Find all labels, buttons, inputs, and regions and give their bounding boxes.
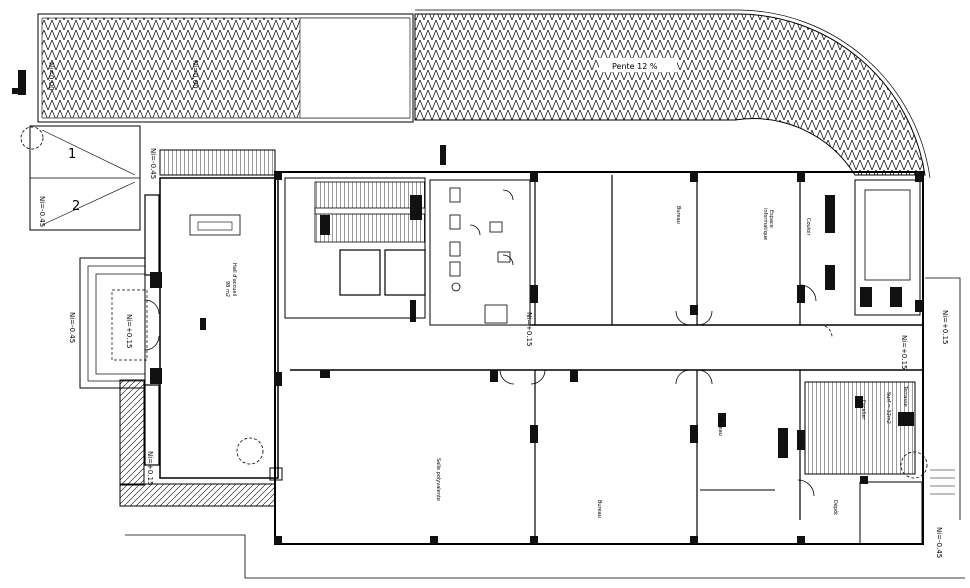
room-label-surface: Surf = 32m2 bbox=[885, 392, 891, 424]
room-label-info-2: informatique bbox=[762, 208, 768, 240]
level-label: Ni=-0.45 bbox=[68, 312, 76, 343]
level-label: Ni=-0.45 bbox=[38, 196, 46, 227]
parking-space-2: 2 bbox=[72, 199, 80, 214]
room-label-hall-area: 98 m2 bbox=[224, 281, 230, 297]
toilet-stalls bbox=[449, 187, 511, 324]
level-label: Ni=-0.45 bbox=[149, 148, 157, 179]
level-label: Ni=+0.15 bbox=[941, 310, 949, 345]
room-label-escalier: Escalier bbox=[860, 400, 866, 420]
room-label-terrasse: Terrasse bbox=[902, 385, 908, 407]
room-label-depot: Dépôt bbox=[832, 500, 839, 515]
site-boundary bbox=[125, 277, 965, 579]
room-label-salle: Salle polyvalente bbox=[435, 458, 441, 501]
entrance-marker bbox=[12, 70, 26, 95]
room-label-couloir: Couloir bbox=[805, 218, 811, 237]
room-label-bureau: Bureau bbox=[596, 500, 602, 518]
room-label-info: Espace bbox=[768, 210, 774, 228]
level-label: Ni=+0.15 bbox=[146, 451, 154, 486]
room-label-hall: Hall d'accueil bbox=[231, 263, 237, 296]
core-staircase bbox=[314, 181, 426, 243]
level-label: Ni=+0.15 bbox=[525, 312, 533, 347]
parking-area: 1 2 bbox=[29, 125, 141, 231]
room-labels: Hall d'accueil 98 m2 Bureau Espace infor… bbox=[224, 206, 908, 518]
level-label: Ni=+0.15 bbox=[900, 335, 908, 370]
parking-space-1: 1 bbox=[68, 147, 76, 162]
building-outline bbox=[119, 171, 924, 545]
room-label-bureau: Bureau bbox=[717, 418, 723, 436]
door-swings bbox=[144, 189, 833, 497]
ramp-slope-label: Pente 12 % bbox=[612, 62, 658, 71]
level-label: Ni=+0.15 bbox=[125, 314, 133, 349]
level-labels: Ni=0.00 Ni=0.00 Ni=-0.45 Ni=-0.45 Ni=-0.… bbox=[38, 60, 949, 558]
room-label-bureau: Bureau bbox=[675, 206, 681, 224]
level-label: Ni=0.00 bbox=[191, 60, 199, 89]
level-label: Ni=-0.45 bbox=[935, 527, 943, 558]
furniture-marks bbox=[200, 145, 914, 481]
level-label: Ni=0.00 bbox=[47, 62, 55, 91]
ramp: Pente 12 % bbox=[37, 9, 931, 179]
entrance-stairs bbox=[79, 149, 276, 389]
